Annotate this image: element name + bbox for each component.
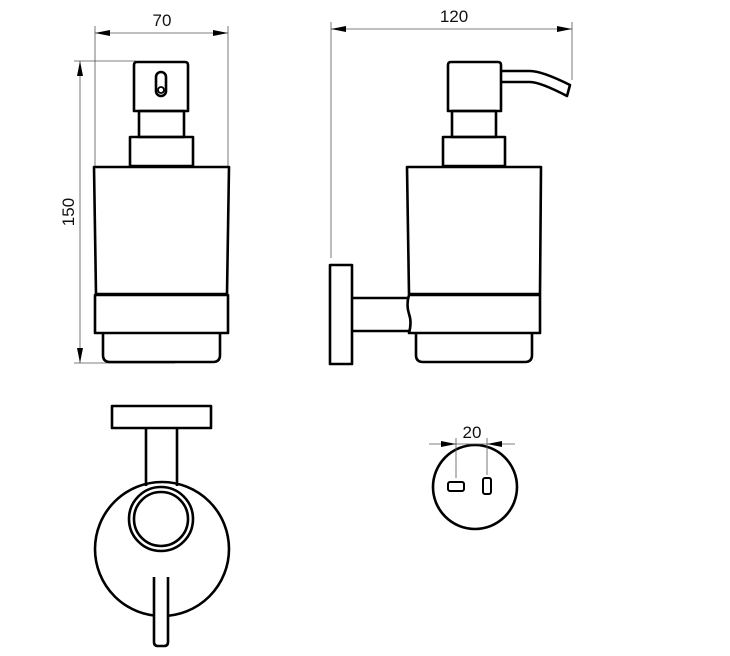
mount-slot-horizontal [447,481,465,492]
depth-dimension: 120 [330,7,573,258]
holder-band [406,293,542,335]
wall-plate [328,263,354,366]
pump-neck [137,109,186,139]
support-arm [144,428,179,486]
front-view: 70 150 [59,11,231,364]
pump-cap [446,60,503,113]
width-dimension: 70 [94,11,229,166]
pump-cap [132,60,190,113]
pump-spout [501,69,572,98]
support-arm [352,296,409,333]
height-label: 150 [59,198,78,226]
bottle-base [101,333,222,364]
mounting-plate [431,443,519,531]
pump-collar [128,135,195,168]
bottle-base [414,333,534,364]
pump-inner-ring [132,490,190,548]
width-label: 70 [153,11,172,30]
mount-spacing-label: 20 [463,423,482,442]
pump-outer-ring [127,485,195,553]
mount-slot-vertical [482,477,492,495]
pump-collar [441,135,507,168]
mount-spacing-dimension: 20 [429,423,515,478]
mounting-plate-view: 20 [429,423,519,531]
bottle-body [405,165,543,296]
top-view [93,404,231,648]
pump-hole [157,86,165,94]
side-view: 120 [328,7,573,366]
spout-lever [152,577,170,648]
pump-slot [154,70,168,98]
pump-neck [450,109,498,139]
wall-plate [110,404,213,430]
height-dimension: 150 [59,60,175,364]
bottle-body [92,165,231,296]
depth-label: 120 [440,7,468,26]
holder-band [93,293,230,335]
